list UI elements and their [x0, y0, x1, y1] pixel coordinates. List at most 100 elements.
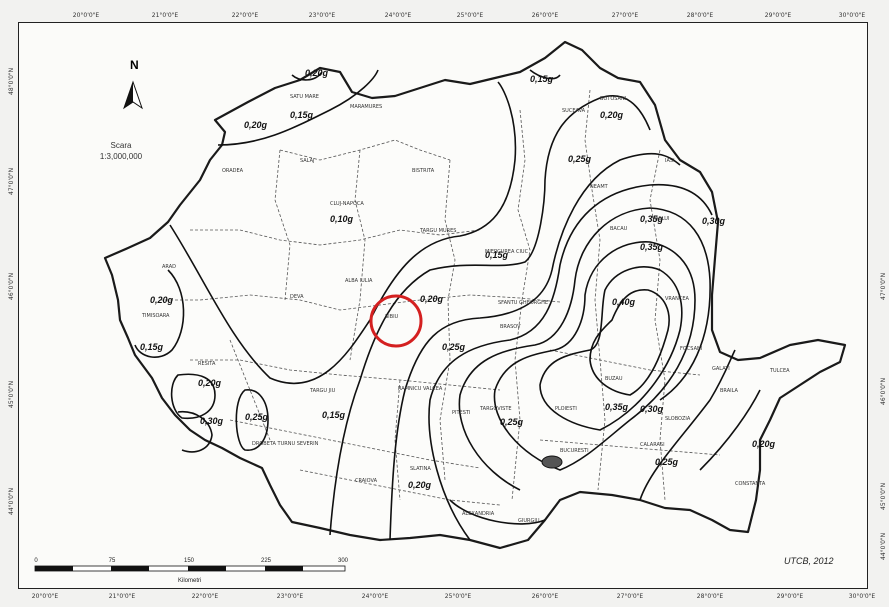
contour-value-label: 0,20g	[408, 480, 432, 490]
city-label: ARAD	[162, 264, 176, 270]
km-tick-label: 75	[108, 558, 116, 564]
coord-bottom-label: 28°0'0"E	[696, 593, 724, 600]
city-label: TIMISOARA	[141, 313, 170, 319]
coord-bottom-label: 30°0'0"E	[848, 593, 876, 600]
contour-value-label: 0,25g	[500, 417, 524, 427]
coord-top-label: 28°0'0"E	[686, 12, 714, 19]
coord-top-label: 26°0'0"E	[531, 12, 559, 19]
contour-value-label: 0,35g	[640, 242, 664, 252]
county-borders	[160, 89, 721, 506]
city-label: RAMNICU VALCEA	[398, 386, 443, 392]
coord-bottom-label: 25°0'0"E	[444, 593, 472, 600]
contour-value-label: 0,35g	[605, 402, 629, 412]
coord-top-label: 21°0'0"E	[151, 12, 179, 19]
contour-value-label: 0,15g	[290, 110, 314, 120]
coord-top-label: 20°0'0"E	[72, 12, 100, 19]
bucharest-symbol	[541, 455, 563, 469]
coord-bottom-label: 21°0'0"E	[108, 593, 136, 600]
city-label: GIURGIU	[518, 518, 540, 524]
city-label: SATU MARE	[290, 94, 319, 100]
contour-value-label: 0,40g	[612, 297, 636, 307]
km-tick-label: 225	[260, 558, 272, 564]
city-label: VRANCEA	[665, 296, 690, 302]
contour-value-label: 0,25g	[655, 457, 679, 467]
contour-value-label: 0,20g	[752, 439, 776, 449]
city-label: PITESTI	[452, 410, 470, 416]
city-label: TARGU MURES	[419, 228, 456, 234]
coord-bottom-label: 22°0'0"E	[191, 593, 219, 600]
coord-bottom-label: 20°0'0"E	[31, 593, 59, 600]
contour-value-label: 0,20g	[420, 294, 444, 304]
coord-bottom-label: 27°0'0"E	[616, 593, 644, 600]
coord-top-label: 27°0'0"E	[611, 12, 639, 19]
contour-value-label: 0,15g	[530, 74, 554, 84]
city-label: MIERCUREA CIUC	[485, 249, 529, 255]
city-label: RESITA	[198, 361, 216, 367]
contour-value-label: 0,15g	[322, 410, 346, 420]
contour-lines	[134, 69, 761, 541]
city-label: BUZAU	[605, 376, 623, 382]
coord-bottom-label: 29°0'0"E	[776, 593, 804, 600]
city-label: SFANTU GHEORGHE	[498, 300, 548, 306]
contour-value-label: 0,20g	[244, 120, 268, 130]
scale-title: Scara	[110, 141, 132, 150]
contour-value-label: 0,15g	[485, 250, 509, 260]
contour-value-label: 0,10g	[330, 214, 354, 224]
city-label: SUCEAVA	[562, 108, 586, 114]
km-tick-label: 150	[183, 558, 195, 564]
city-label: BUCURESTI	[560, 448, 589, 454]
city-label: CRAIOVA	[355, 478, 378, 484]
city-label: BISTRITA	[412, 168, 435, 174]
contour-value-label: 0,20g	[600, 110, 624, 120]
city-label: ALEXANDRIA	[462, 511, 495, 517]
city-label: ALBA IULIA	[345, 278, 373, 284]
km-tick-label: 0	[34, 558, 38, 564]
contour-value-label: 0,15g	[140, 342, 164, 352]
city-label: CONSTANTA	[735, 481, 766, 487]
coord-top-label: 29°0'0"E	[764, 12, 792, 19]
city-label: BRASOV	[500, 324, 521, 330]
north-label: N	[130, 58, 139, 72]
city-label: BACAU	[610, 226, 628, 232]
contour-value-label: 0,25g	[245, 412, 269, 422]
coord-top-label: 30°0'0"E	[838, 12, 866, 19]
city-label: TARGU JIU	[309, 388, 336, 394]
city-label: DROBETA TURNU SEVERIN	[252, 441, 319, 447]
credit-label: UTCB, 2012	[784, 556, 834, 566]
coord-top-label: 25°0'0"E	[456, 12, 484, 19]
contour-value-label: 0,20g	[150, 295, 174, 305]
city-label-layer: SATU MARE MARAMURES ORADEA SALAJ BISTRITA SUC…	[141, 94, 790, 524]
city-label: MARAMURES	[350, 104, 382, 110]
contour-label-layer: 0,20g 0,15g 0,20g 0,15g 0,20g 0,25g 0,30g 0,10g…	[140, 68, 776, 490]
contour-value-label: 0,25g	[442, 342, 466, 352]
city-label: DEVA	[290, 294, 304, 300]
city-label: SLOBOZIA	[665, 416, 691, 422]
scale-legend: Scara 1:3,000,000	[76, 140, 166, 162]
city-label: SALAJ	[300, 158, 314, 164]
km-title: Kilometri	[178, 578, 202, 584]
coord-bottom-label: 26°0'0"E	[531, 593, 559, 600]
city-label: TARGOVISTE	[479, 406, 512, 412]
contour-value-label: 0,30g	[640, 404, 664, 414]
city-label: GALATI	[712, 366, 730, 372]
city-label: BOTOSANI	[600, 96, 626, 102]
city-label: CALARASI	[640, 442, 665, 448]
city-label: FOCSANI	[680, 346, 702, 352]
coord-top-label: 23°0'0"E	[308, 12, 336, 19]
scale-bar	[34, 565, 346, 572]
city-label: VASLUI	[652, 216, 669, 222]
contour-value-label: 0,20g	[305, 68, 329, 78]
coord-top-label: 22°0'0"E	[231, 12, 259, 19]
city-label: BRAILA	[720, 388, 738, 394]
contour-value-label: 0,30g	[702, 216, 726, 226]
city-label: IASI	[665, 158, 675, 164]
contour-value-label: 0,25g	[568, 154, 592, 164]
km-tick-label: 300	[337, 558, 349, 564]
contour-value-label: 0,20g	[198, 378, 222, 388]
contour-value-label: 0,35g	[640, 214, 664, 224]
city-label: ORADEA	[222, 168, 244, 174]
north-arrow-icon	[123, 80, 143, 110]
coord-bottom-label: 24°0'0"E	[361, 593, 389, 600]
coord-top-label: 24°0'0"E	[384, 12, 412, 19]
contour-value-label: 0,30g	[200, 416, 224, 426]
